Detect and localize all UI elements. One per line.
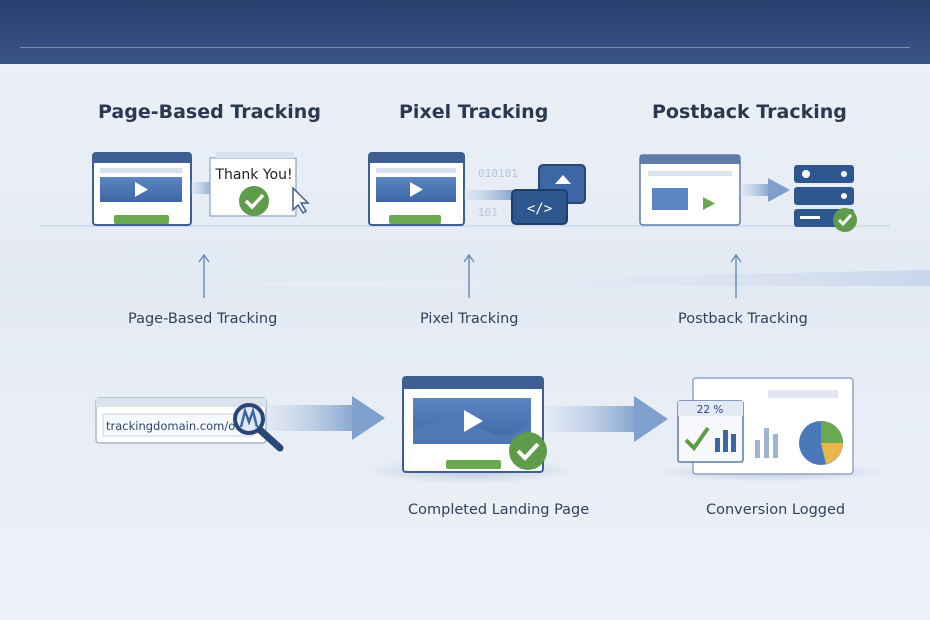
binary-bottom-text: 101 — [478, 206, 498, 219]
label-pixel: Pixel Tracking — [420, 311, 519, 327]
binary-top-text: 010101 — [478, 167, 518, 180]
pixel-illustration: </> — [368, 152, 586, 226]
label-postback: Postback Tracking — [678, 311, 808, 327]
check-icon — [509, 432, 547, 470]
header-banner — [0, 0, 930, 64]
title-pixel: Pixel Tracking — [399, 101, 549, 123]
thank-you-text: Thank You! — [214, 167, 292, 183]
flow-arrow-2 — [546, 396, 668, 442]
divider-line — [40, 225, 890, 227]
landing-page-illustration — [365, 376, 575, 484]
cursor-icon — [292, 186, 310, 215]
title-postback: Postback Tracking — [652, 101, 847, 123]
label-page-based: Page-Based Tracking — [128, 311, 278, 327]
play-icon — [464, 410, 483, 432]
label-completed-landing-page: Completed Landing Page — [408, 502, 590, 518]
flow-arrow-1 — [266, 396, 385, 440]
play-icon — [135, 182, 148, 197]
page-based-illustration — [92, 152, 310, 226]
check-icon — [239, 186, 269, 216]
postback-illustration — [639, 154, 857, 232]
conversion-dashboard-illustration — [655, 377, 885, 482]
band-divider — [120, 270, 930, 286]
code-icon: </> — [527, 201, 552, 217]
url-text: trackingdomain.com/offer — [106, 419, 255, 433]
label-conversion-logged: Conversion Logged — [706, 502, 846, 518]
magnifier-icon — [233, 403, 284, 452]
percent-text: 22 % — [697, 404, 724, 416]
url-bar-illustration — [95, 397, 267, 444]
play-icon — [410, 182, 423, 197]
title-page-based: Page-Based Tracking — [98, 101, 321, 123]
up-arrows — [198, 253, 742, 298]
